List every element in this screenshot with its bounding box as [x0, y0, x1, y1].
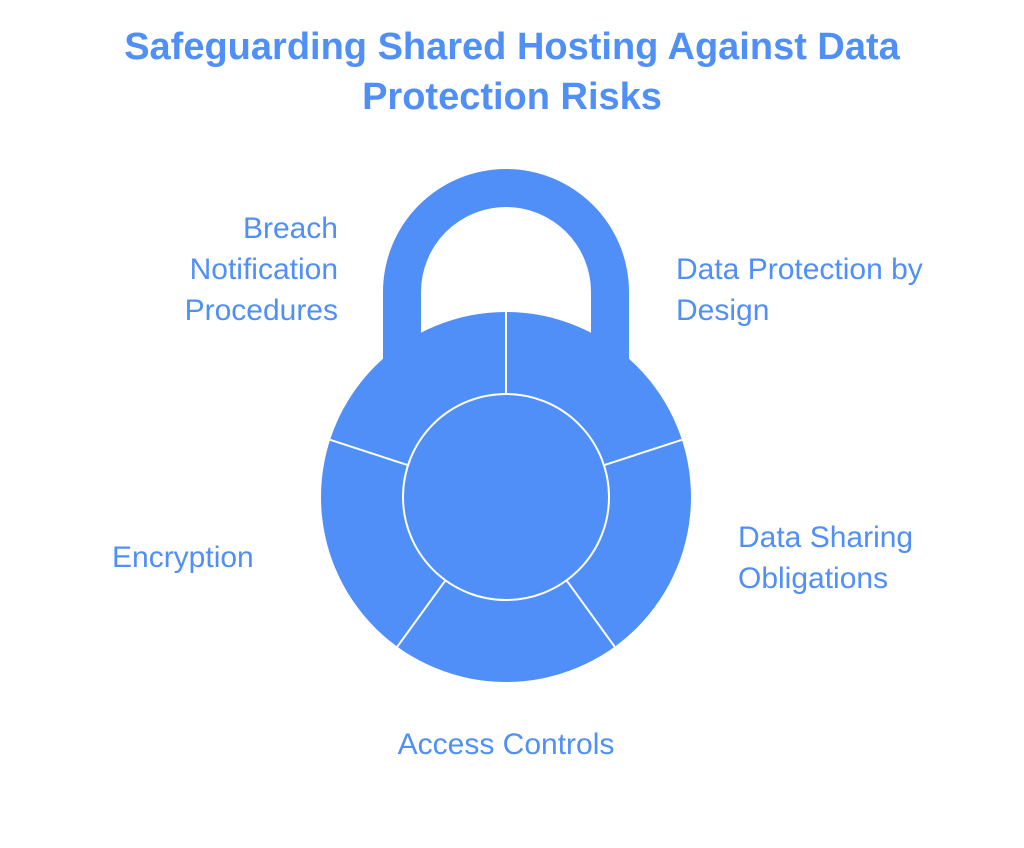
label-line: Encryption [112, 541, 254, 574]
segment-divider [603, 438, 683, 467]
label-breach-notification-procedures: Breach Notification Procedures [130, 208, 338, 331]
label-access-controls: Access Controls [356, 724, 656, 765]
label-line: Data Sharing [738, 521, 914, 554]
label-line: Access Controls [397, 728, 615, 761]
label-line: Breach [242, 212, 338, 245]
label-line: Design [676, 294, 770, 327]
page-title: Safeguarding Shared Hosting Against Data… [0, 22, 1024, 122]
label-encryption: Encryption [112, 537, 312, 578]
label-line: Obligations [738, 562, 889, 595]
segment-divider [329, 438, 409, 467]
title-line-1: Safeguarding Shared Hosting Against Data [124, 26, 900, 68]
padlock-inner-circle [402, 393, 610, 601]
segment-divider [565, 579, 616, 648]
label-data-protection-by-design: Data Protection by Design [676, 249, 996, 331]
label-data-sharing-obligations: Data Sharing Obligations [738, 517, 998, 599]
label-line: Data Protection by [676, 253, 923, 286]
label-line: Procedures [184, 294, 338, 327]
segment-dividers [329, 312, 683, 648]
title-line-2: Protection Risks [362, 76, 662, 118]
label-line: Notification [189, 253, 338, 286]
padlock-shackle [383, 169, 629, 365]
segment-divider [396, 579, 447, 648]
